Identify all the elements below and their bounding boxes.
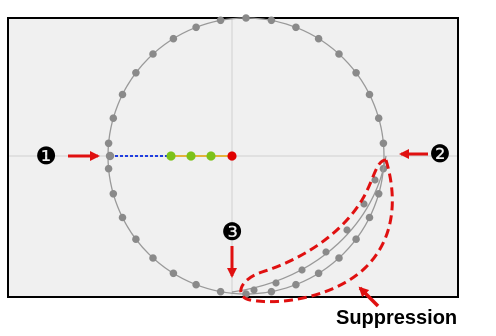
stitch-point xyxy=(314,269,323,278)
green-point xyxy=(166,151,176,161)
stitch-point xyxy=(118,90,127,99)
stitch-point xyxy=(192,280,200,289)
inner-arc-point xyxy=(343,226,351,234)
stitch-point xyxy=(109,114,118,122)
stitch-point xyxy=(132,235,140,243)
marker-3: ❸ xyxy=(221,218,243,246)
stitch-points xyxy=(104,14,388,298)
stitch-point xyxy=(352,69,360,77)
suppression-outline xyxy=(239,158,394,304)
stitch-point xyxy=(169,269,178,278)
inner-arc-point xyxy=(322,248,330,256)
stitch-point xyxy=(292,23,300,32)
stitch-point xyxy=(267,287,276,296)
marker-2: ❷ xyxy=(429,140,451,168)
inner-arc-point xyxy=(298,266,306,274)
stitch-point xyxy=(292,280,300,289)
suppression-label: Suppression xyxy=(336,307,458,329)
stitch-point xyxy=(104,139,113,148)
stitch-point xyxy=(335,254,343,262)
stitch-point xyxy=(267,16,276,25)
stitch-point xyxy=(242,14,250,22)
stitch-point xyxy=(192,23,200,32)
stitch-point xyxy=(169,34,178,43)
stitch-point xyxy=(379,139,388,148)
suppressed-inner-arc xyxy=(231,155,387,293)
stitch-point xyxy=(374,190,383,198)
green-point xyxy=(206,151,216,161)
stitch-point xyxy=(374,114,383,122)
inner-arc-point xyxy=(250,286,258,294)
green-point xyxy=(186,151,196,161)
inner-arc-point xyxy=(272,279,280,287)
stitch-point xyxy=(216,16,225,25)
inner-arc-points xyxy=(250,176,379,294)
inner-arc-point xyxy=(371,176,379,184)
suppression-arrow xyxy=(358,286,380,308)
stitch-point xyxy=(365,90,374,99)
stitch-point xyxy=(216,287,225,296)
stitch-point xyxy=(132,69,140,77)
stitch-point xyxy=(109,190,118,198)
stitch-point xyxy=(365,213,374,222)
stitch-point xyxy=(149,50,157,58)
start-point xyxy=(105,151,115,161)
origin-point xyxy=(227,151,237,161)
stitch-point xyxy=(335,50,343,58)
stitch-point xyxy=(314,34,323,43)
stitch-point xyxy=(149,254,157,262)
stitch-point xyxy=(104,164,113,173)
marker-1: ❶ xyxy=(35,142,57,170)
stitch-point xyxy=(352,235,360,243)
stitch-point xyxy=(118,213,127,222)
